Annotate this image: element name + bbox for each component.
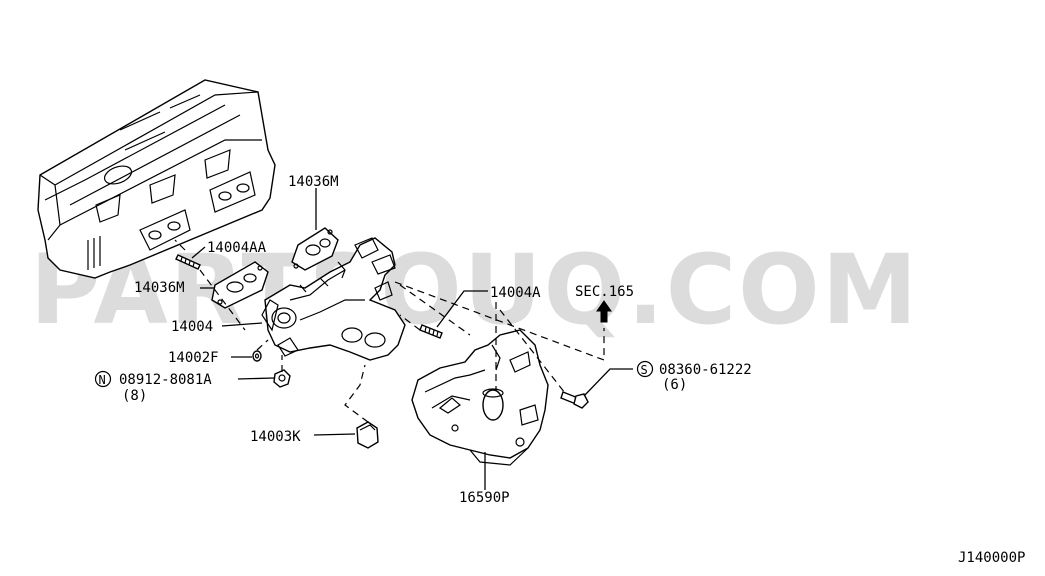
sec-arrow-icon: [596, 300, 612, 323]
label-sec-165: SEC.165: [575, 284, 634, 300]
label-14004A: 14004A: [490, 285, 541, 301]
exhaust-manifold-illustration: [261, 237, 406, 361]
label-08912-group: N 08912-8081A (8): [94, 370, 212, 404]
dashed-assembly-lines: [174, 239, 605, 423]
diagram-id: J140000P: [958, 550, 1025, 566]
stud-14004A: [419, 324, 443, 339]
gasket-top: [291, 227, 339, 271]
label-14004: 14004: [171, 319, 213, 335]
label-14004AA: 14004AA: [207, 240, 267, 256]
nut-08912-8081A: [273, 369, 291, 388]
label-14002F: 14002F: [168, 350, 219, 366]
s-symbol-circle: [636, 360, 654, 378]
label-14003K: 14003K: [250, 429, 301, 445]
leader-lines: [191, 188, 633, 490]
label-14036M-top: 14036M: [288, 174, 339, 190]
label-08360-61222: 08360-61222: [659, 362, 752, 378]
label-08360-group: S 08360-61222 (6): [636, 360, 752, 393]
label-08912-8081A: 08912-8081A: [119, 372, 212, 388]
watermark-text: PARTSOUQ.COM: [30, 234, 919, 346]
n-symbol-circle: [94, 370, 112, 388]
gasket-left: [211, 261, 269, 309]
label-16590P: 16590P: [459, 490, 510, 506]
gasket-14002F: [252, 350, 262, 362]
heat-shield-illustration: [411, 329, 549, 466]
sensor-14003K: [356, 421, 379, 449]
bolt-08360-61222: [560, 391, 589, 409]
stud-14004AA: [175, 254, 201, 270]
s-symbol: S: [641, 363, 648, 377]
cylinder-head-illustration: [37, 79, 276, 279]
n-symbol: N: [99, 373, 106, 387]
label-14036M-left: 14036M: [134, 280, 185, 296]
label-08360-qty: (6): [662, 377, 687, 393]
label-08912-qty: (8): [122, 388, 147, 404]
